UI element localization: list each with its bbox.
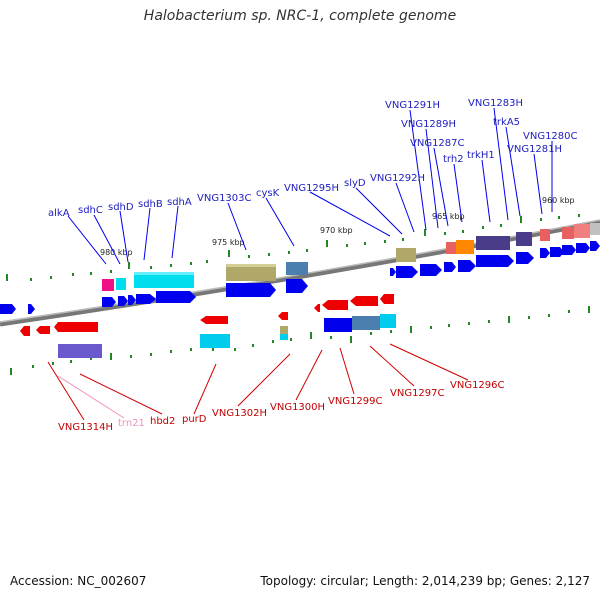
- topology-label: Topology: circular; Length: 2,014,239 bp…: [260, 574, 590, 588]
- ticks-lower: [10, 306, 590, 375]
- gene-label-slyD: slyD: [344, 178, 366, 189]
- gene-label-sdhB: sdhB: [138, 199, 163, 210]
- forward-leader-lines: [67, 107, 553, 265]
- gene-label-hbd2: hbd2: [150, 416, 175, 427]
- gene-label-VNG1299C: VNG1299C: [328, 396, 383, 407]
- gene-label-alkA: alkA: [48, 208, 70, 219]
- gene-label-trkA5: trkA5: [493, 117, 520, 128]
- upper-features: [102, 223, 600, 291]
- gene-label-sdhD: sdhD: [108, 202, 134, 213]
- gene-label-VNG1297C: VNG1297C: [390, 388, 445, 399]
- forward-gene-labels: alkA sdhC sdhD sdhB sdhA VNG1303C cysK V…: [48, 98, 578, 219]
- scale-label-960: 960 kbp: [542, 196, 575, 205]
- gene-label-VNG1291H: VNG1291H: [385, 100, 440, 111]
- reverse-leader-lines: [47, 343, 469, 421]
- reverse-features: [58, 314, 396, 358]
- accession-label: Accession: NC_002607: [10, 574, 147, 588]
- forward-cds-arrows: [0, 241, 600, 314]
- scale-label-975: 975 kbp: [212, 238, 245, 247]
- gene-label-VNG1302H: VNG1302H: [212, 408, 267, 419]
- gene-label-purD: purD: [182, 414, 207, 425]
- gene-label-VNG1300H: VNG1300H: [270, 402, 325, 413]
- gene-label-VNG1303C: VNG1303C: [197, 193, 252, 204]
- gene-label-sdhC: sdhC: [78, 205, 103, 216]
- gene-label-trh2: trh2: [443, 154, 464, 165]
- reverse-cds-arrows: [20, 294, 394, 336]
- scale-label-965: 965 kbp: [432, 212, 465, 221]
- reverse-gene-labels: VNG1314H trn21 hbd2 purD VNG1302H VNG130…: [58, 380, 505, 433]
- ticks-upper: [6, 214, 580, 281]
- scale-label-970: 970 kbp: [320, 226, 353, 235]
- map-title: Halobacterium sp. NRC-1, complete genome: [143, 8, 457, 24]
- gene-label-trkH1: trkH1: [467, 150, 495, 161]
- gene-label-VNG1292H: VNG1292H: [370, 173, 425, 184]
- gene-label-VNG1314H: VNG1314H: [58, 422, 113, 433]
- scale-label-980: 980 kbp: [100, 248, 133, 257]
- gene-label-VNG1287C: VNG1287C: [410, 138, 465, 149]
- gene-label-VNG1296C: VNG1296C: [450, 380, 505, 391]
- gene-label-VNG1295H: VNG1295H: [284, 183, 339, 194]
- gene-label-VNG1289H: VNG1289H: [401, 119, 456, 130]
- trn21-leader-line: [57, 375, 125, 419]
- gene-label-sdhA: sdhA: [167, 197, 192, 208]
- gene-label-VNG1280C: VNG1280C: [523, 131, 578, 142]
- gene-label-VNG1283H: VNG1283H: [468, 98, 523, 109]
- gene-label-cysK: cysK: [256, 188, 280, 199]
- gene-label-trn21: trn21: [118, 418, 145, 429]
- gene-label-VNG1281H: VNG1281H: [507, 144, 562, 155]
